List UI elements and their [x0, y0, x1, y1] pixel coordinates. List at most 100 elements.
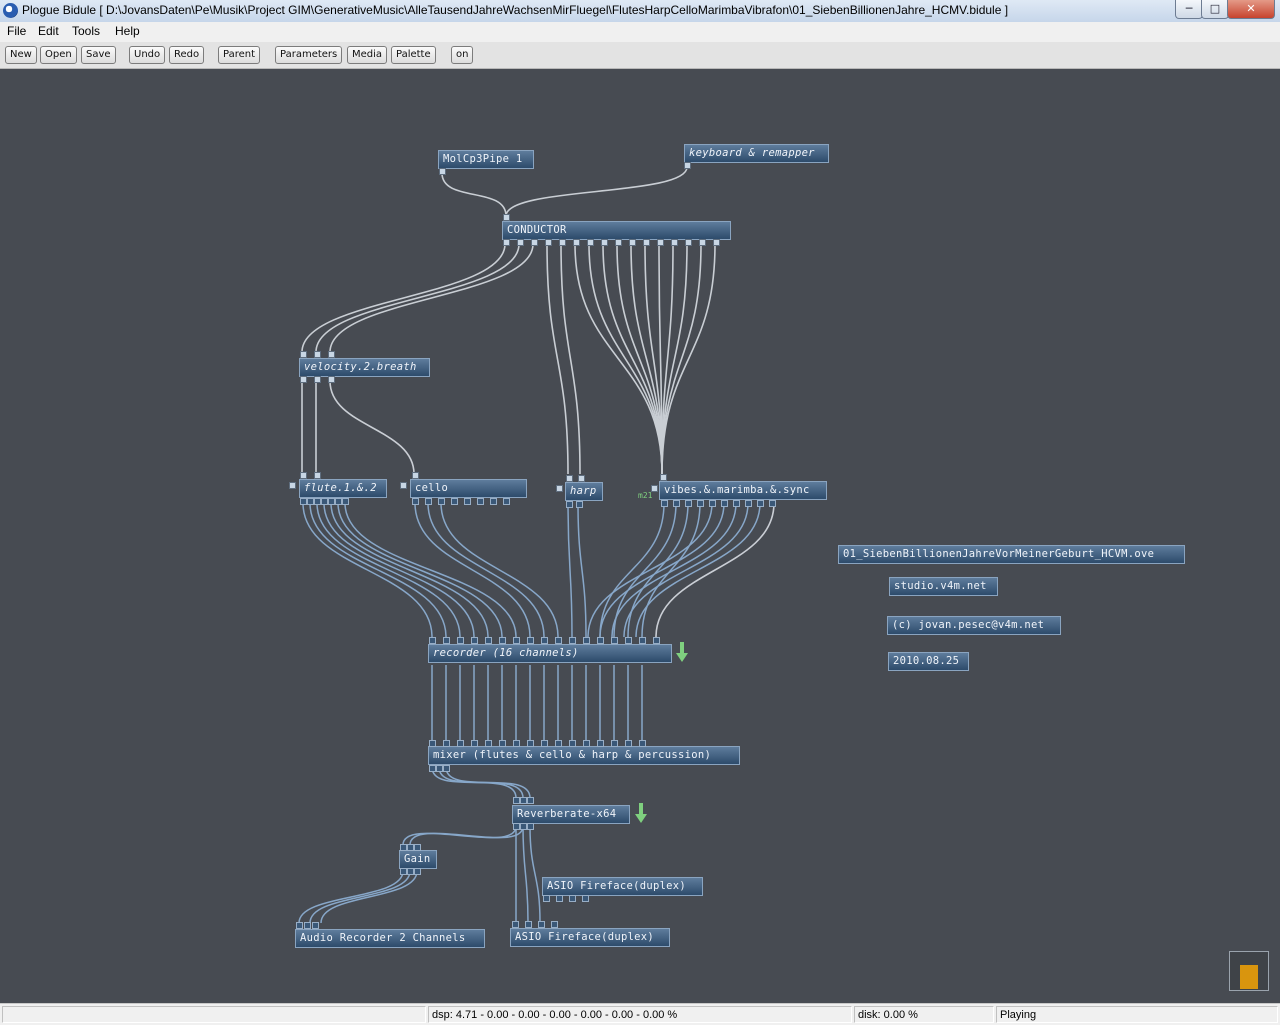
velocity-out-port[interactable]	[328, 376, 335, 383]
asio-in-out-port[interactable]	[543, 895, 550, 902]
asio-out-in-port[interactable]	[538, 921, 545, 928]
reverb-in-port[interactable]	[513, 797, 520, 804]
parent-button[interactable]: Parent	[218, 46, 261, 64]
recorder-in-port[interactable]	[527, 637, 534, 644]
audiorecorder-in-port[interactable]	[296, 922, 303, 929]
reverb-out-port[interactable]	[520, 823, 527, 830]
conductor-in-port[interactable]	[503, 214, 510, 221]
velocity-in-port[interactable]	[328, 351, 335, 358]
vibes-out-port[interactable]	[661, 500, 668, 507]
recorder-in-port[interactable]	[485, 637, 492, 644]
reverb-out-port[interactable]	[527, 823, 534, 830]
conductor-out-port[interactable]	[531, 239, 538, 246]
mixer-in-port[interactable]	[611, 740, 618, 747]
recorder-in-port[interactable]	[639, 637, 646, 644]
vibes-out-port[interactable]	[745, 500, 752, 507]
cello-out-port[interactable]	[451, 498, 458, 505]
mixer-in-port[interactable]	[597, 740, 604, 747]
harp-in-port[interactable]	[578, 475, 585, 482]
mixer-in-port[interactable]	[625, 740, 632, 747]
conductor-out-port[interactable]	[559, 239, 566, 246]
cello-out-port[interactable]	[477, 498, 484, 505]
recorder-node[interactable]: recorder (16 channels)	[428, 644, 672, 663]
flute-out-port[interactable]	[300, 498, 307, 505]
mixer-in-port[interactable]	[485, 740, 492, 747]
audio-recorder-node[interactable]: Audio Recorder 2 Channels	[295, 929, 485, 948]
undo-button[interactable]: Undo	[129, 46, 166, 64]
conductor-out-port[interactable]	[587, 239, 594, 246]
flute-out-port[interactable]	[314, 498, 321, 505]
vibes-side-port[interactable]	[651, 485, 658, 492]
patch-canvas[interactable]: MolCp3Pipe 1 keyboard & remapper CONDUCT…	[0, 69, 1280, 1003]
open-button[interactable]: Open	[40, 46, 77, 64]
gain-out-port[interactable]	[407, 868, 414, 875]
reverberate-node[interactable]: Reverberate-x64	[512, 805, 630, 824]
redo-button[interactable]: Redo	[169, 46, 205, 64]
vibes-out-port[interactable]	[673, 500, 680, 507]
flute-out-port[interactable]	[307, 498, 314, 505]
mixer-in-port[interactable]	[583, 740, 590, 747]
conductor-out-port[interactable]	[685, 239, 692, 246]
asio-in-out-port[interactable]	[569, 895, 576, 902]
harp-side-port[interactable]	[556, 485, 563, 492]
harp-out-port[interactable]	[576, 501, 583, 508]
recorder-in-port[interactable]	[611, 637, 618, 644]
recorder-in-port[interactable]	[653, 637, 660, 644]
gain-node[interactable]: Gain	[399, 850, 437, 869]
conductor-out-port[interactable]	[629, 239, 636, 246]
recorder-in-port[interactable]	[625, 637, 632, 644]
velocity-in-port[interactable]	[300, 351, 307, 358]
recorder-in-port[interactable]	[429, 637, 436, 644]
menu-tools[interactable]: Tools	[72, 24, 101, 38]
gain-out-port[interactable]	[400, 868, 407, 875]
mixer-in-port[interactable]	[569, 740, 576, 747]
asio-input-node[interactable]: ASIO Fireface(duplex)	[542, 877, 703, 896]
conductor-out-port[interactable]	[517, 239, 524, 246]
asio-out-in-port[interactable]	[512, 921, 519, 928]
flute-side-port[interactable]	[289, 482, 296, 489]
mixer-in-port[interactable]	[541, 740, 548, 747]
harp-out-port[interactable]	[566, 501, 573, 508]
audiorecorder-in-port[interactable]	[312, 922, 319, 929]
vibes-out-port[interactable]	[733, 500, 740, 507]
reverb-out-port[interactable]	[513, 823, 520, 830]
mixer-in-port[interactable]	[555, 740, 562, 747]
keyboard-out-port[interactable]	[684, 162, 691, 169]
asio-out-in-port[interactable]	[551, 921, 558, 928]
recorder-in-port[interactable]	[541, 637, 548, 644]
vibes-out-port[interactable]	[685, 500, 692, 507]
keyboard-remapper-node[interactable]: keyboard & remapper	[684, 144, 829, 163]
cello-in-port[interactable]	[412, 472, 419, 479]
conductor-out-port[interactable]	[615, 239, 622, 246]
asio-output-node[interactable]: ASIO Fireface(duplex)	[510, 928, 670, 947]
mixer-in-port[interactable]	[471, 740, 478, 747]
reverb-in-port[interactable]	[520, 797, 527, 804]
cello-out-port[interactable]	[464, 498, 471, 505]
reverb-arrow-icon[interactable]	[634, 803, 648, 823]
maximize-button[interactable]: □	[1201, 0, 1229, 19]
gain-in-port[interactable]	[414, 844, 421, 851]
mixer-in-port[interactable]	[499, 740, 506, 747]
mixer-node[interactable]: mixer (flutes & cello & harp & percussio…	[428, 746, 740, 765]
flute-in-port[interactable]	[300, 472, 307, 479]
conductor-out-port[interactable]	[657, 239, 664, 246]
cello-out-port[interactable]	[412, 498, 419, 505]
cello-out-port[interactable]	[490, 498, 497, 505]
flute-out-port[interactable]	[328, 498, 335, 505]
velocity-in-port[interactable]	[314, 351, 321, 358]
studio-label-node[interactable]: studio.v4m.net	[889, 577, 998, 596]
cello-out-port[interactable]	[438, 498, 445, 505]
recorder-arrow-icon[interactable]	[675, 642, 689, 662]
mixer-in-port[interactable]	[527, 740, 534, 747]
cello-side-port[interactable]	[400, 482, 407, 489]
dsp-on-button[interactable]: on	[451, 46, 474, 64]
cello-out-port[interactable]	[503, 498, 510, 505]
recorder-in-port[interactable]	[583, 637, 590, 644]
molcp3pipe-out-port[interactable]	[439, 168, 446, 175]
recorder-in-port[interactable]	[499, 637, 506, 644]
molcp3pipe-node[interactable]: MolCp3Pipe 1	[438, 150, 534, 169]
recorder-in-port[interactable]	[513, 637, 520, 644]
mixer-in-port[interactable]	[639, 740, 646, 747]
recorder-in-port[interactable]	[569, 637, 576, 644]
recorder-in-port[interactable]	[457, 637, 464, 644]
